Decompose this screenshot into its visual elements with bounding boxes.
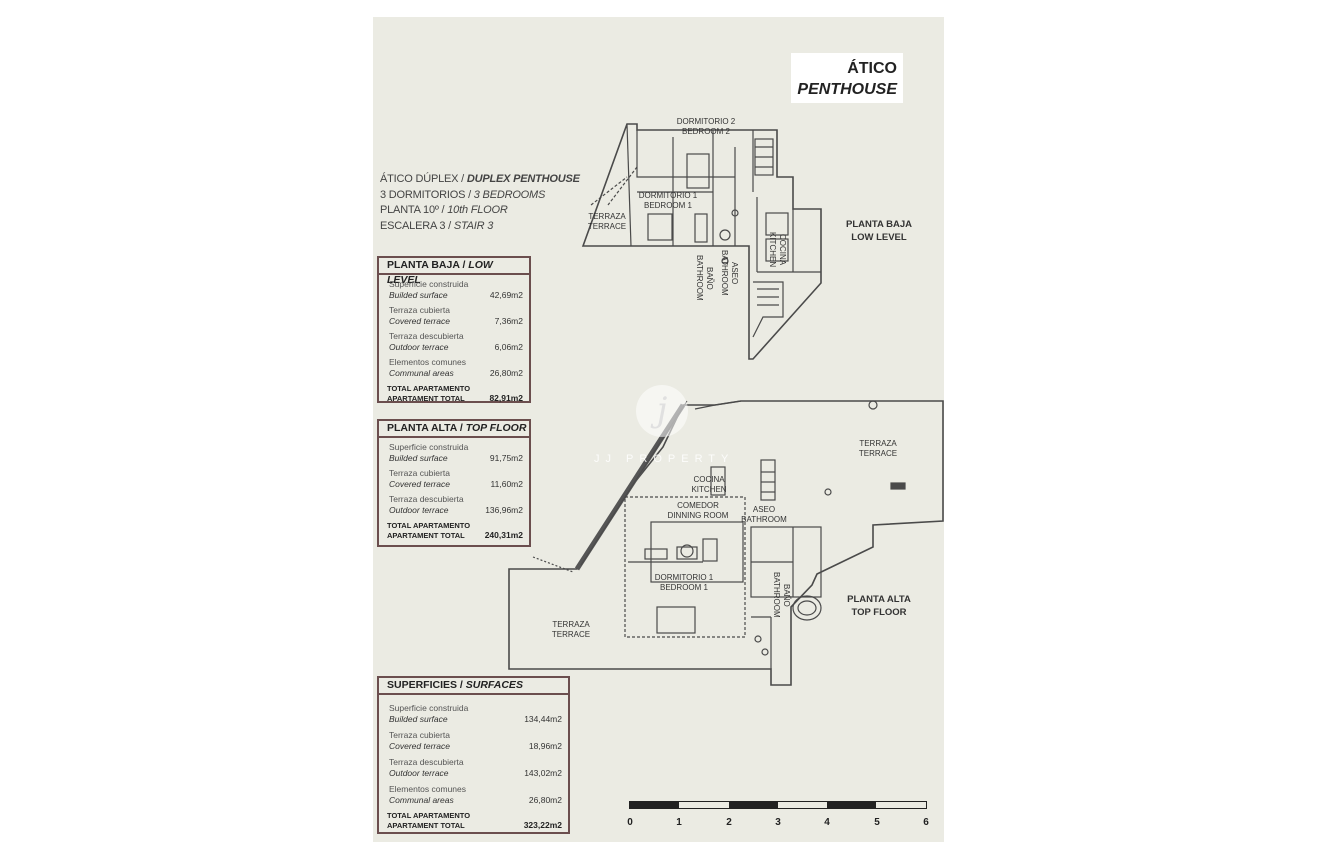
low-level-title: PLANTA BAJA / LOW LEVEL [379,258,529,286]
title-es: ÁTICO [847,60,897,77]
top-floor-outline [508,400,944,686]
scale-segment [630,802,679,808]
scale-segment [729,802,778,808]
scale-tick: 6 [923,817,929,828]
floor-plan-drawing [508,123,944,686]
floor-plan-sheet: ÁTICO PENTHOUSE ÁTICO DÚPLEX / DUPLEX PE… [373,17,944,842]
scale-tick: 0 [627,817,633,828]
top-floor-title: PLANTA ALTA / TOP FLOOR [379,421,529,438]
info-stair: ESCALERA 3 / STAIR 3 [380,219,494,232]
info-floor: PLANTA 10º / 10th FLOOR [380,204,508,216]
scale-tick: 5 [874,817,880,828]
scale-tick: 4 [824,817,830,828]
title-en: PENTHOUSE [797,81,897,98]
top-floor-table: PLANTA ALTA / TOP FLOOR Superficie const… [377,419,531,547]
scale-tick: 1 [676,817,682,828]
scale-tick: 3 [775,817,781,828]
low-level-outline [581,123,822,360]
low-level-table: PLANTA BAJA / LOW LEVEL Superficie const… [377,256,531,403]
watermark-text: JJ PROPERTY [594,453,735,465]
scale-tick: 2 [726,817,732,828]
title-box: ÁTICO PENTHOUSE [791,53,903,103]
scale-segment [827,802,876,808]
scale-bar: 0 1 2 3 4 5 6 [627,801,929,835]
info-bedrooms: 3 DORMITORIOS / 3 BEDROOMS [380,188,546,201]
watermark-logo: j [636,385,688,437]
surfaces-title: SUPERFICIES / SURFACES [379,678,568,695]
scale-bar-outline [629,801,927,809]
surfaces-table: SUPERFICIES / SURFACES Superficie constr… [377,676,570,834]
info-type: ÁTICO DÚPLEX / DUPLEX PENTHOUSE [380,173,580,185]
property-info: ÁTICO DÚPLEX / DUPLEX PENTHOUSE 3 DORMIT… [380,172,580,234]
